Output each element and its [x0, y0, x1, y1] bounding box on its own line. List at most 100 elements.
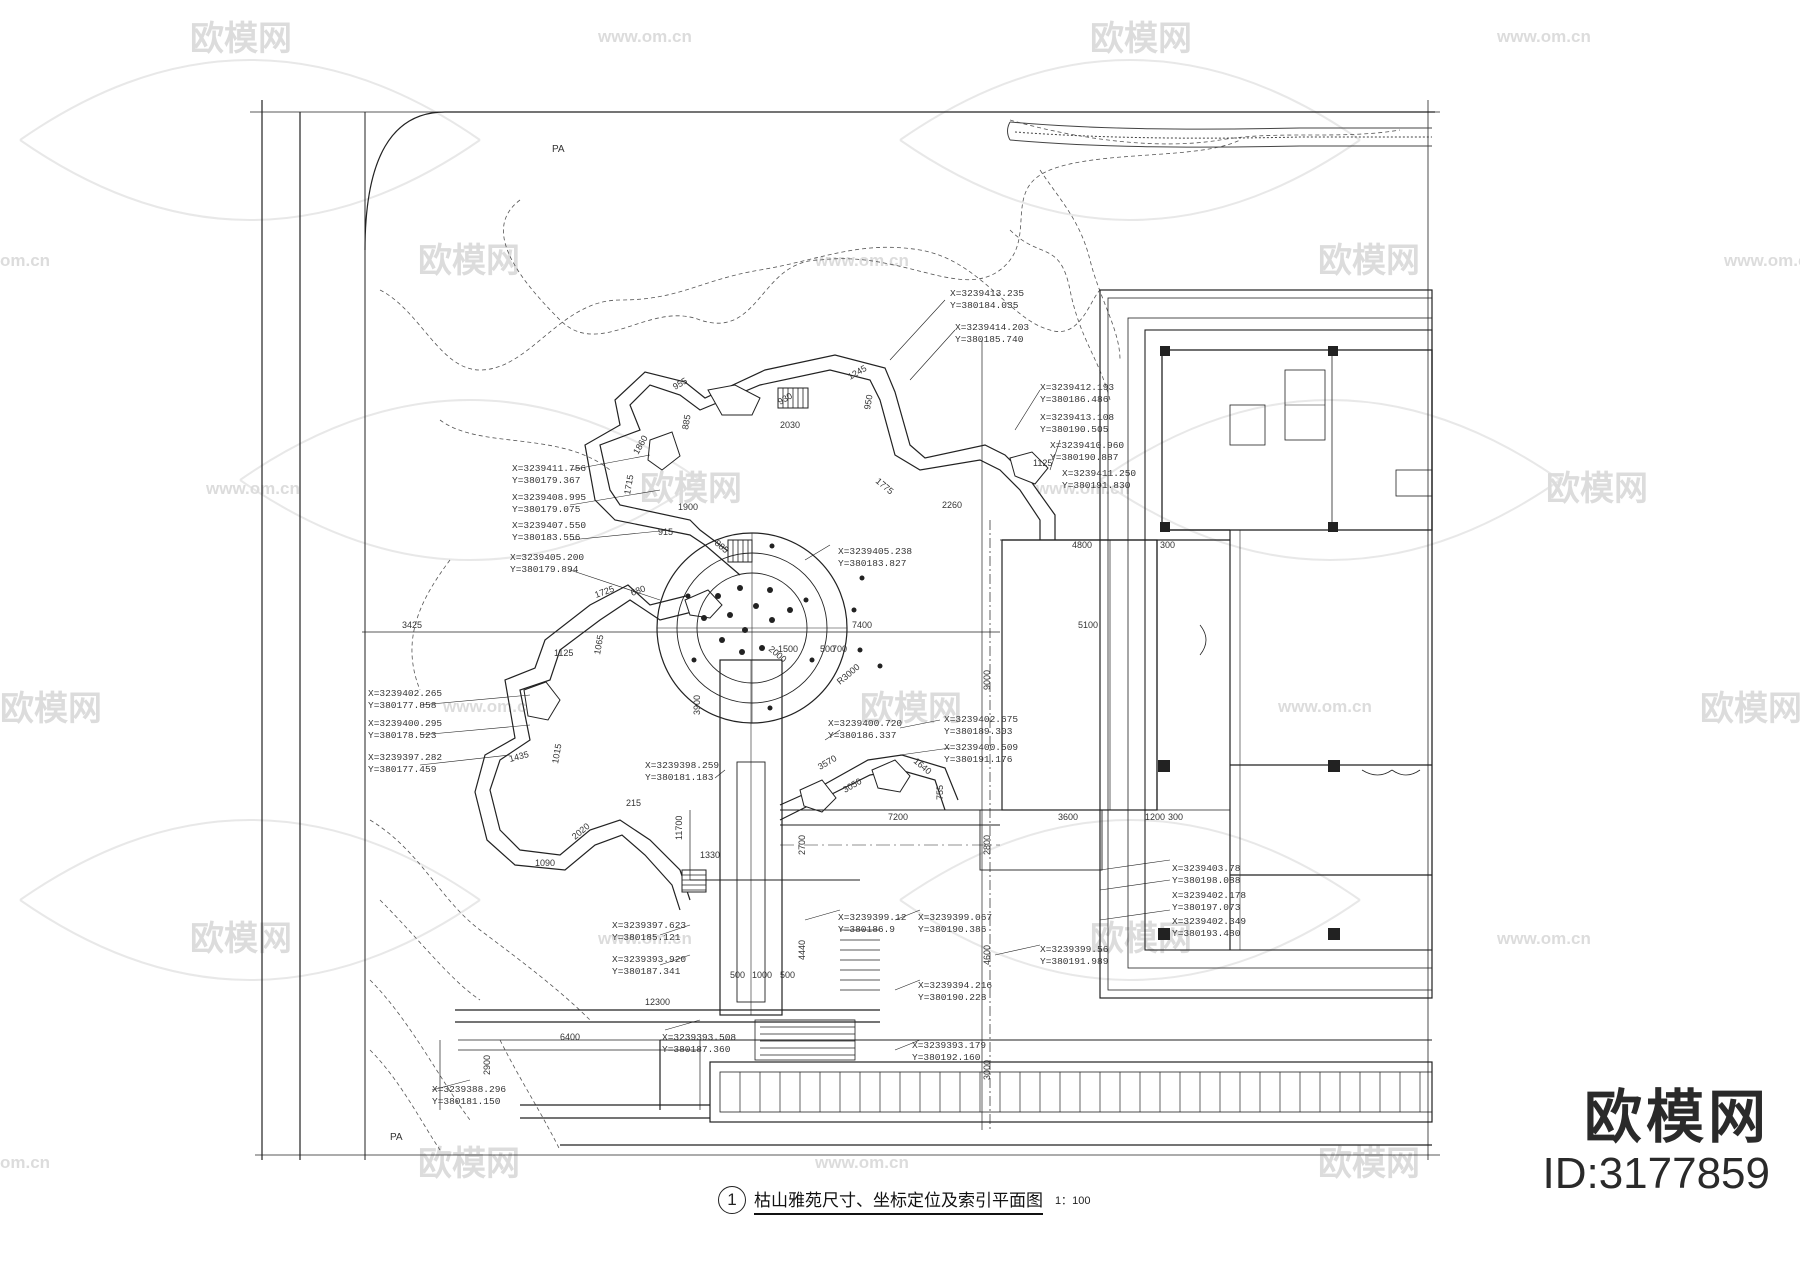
dimension-label: 4800 — [1072, 540, 1092, 550]
watermark-text: 欧模网 — [190, 19, 292, 59]
dimension-label: 7200 — [888, 812, 908, 822]
coordinate-x-label: X=3239402.675 — [944, 714, 1018, 725]
coordinate-y-label: Y=380190.505 — [1040, 424, 1109, 435]
watermark-text: 欧模网 — [1318, 1144, 1420, 1184]
dimension-label: 3600 — [1058, 812, 1078, 822]
watermark-url: www.om.cn — [205, 479, 300, 498]
coordinate-y-label: Y=380190.887 — [1050, 452, 1118, 463]
watermark-url: www.om.cn — [1723, 251, 1800, 270]
dimension-label: 680 — [629, 583, 647, 598]
terrace-paving-grid — [739, 1072, 1421, 1112]
dimension-label: 2700 — [797, 835, 807, 855]
coordinate-x-label: X=3239408.995 — [512, 492, 586, 503]
dimension-label: 1200 — [1145, 812, 1165, 822]
dimension-label: 7400 — [852, 620, 872, 630]
coordinate-x-label: X=3239393.920 — [612, 954, 686, 965]
coordinate-x-label: X=3239410.960 — [1050, 440, 1124, 451]
coordinate-y-label: Y=380181.150 — [432, 1096, 501, 1107]
dimension-label: 9000 — [982, 670, 992, 690]
watermark-url: www.om.cn — [814, 251, 909, 270]
dimension-label: 4440 — [797, 940, 807, 960]
coordinate-x-label: X=3239397.282 — [368, 752, 442, 763]
watermark-text: 欧模网 — [418, 241, 520, 281]
coordinate-y-label: Y=380190.228 — [918, 992, 987, 1003]
coordinate-y-label: Y=380183.556 — [512, 532, 581, 543]
dimension-label: 2900 — [482, 1055, 492, 1075]
coordinate-y-label: Y=380185.121 — [612, 932, 681, 943]
watermark-text: 欧模网 — [1546, 469, 1648, 509]
coordinate-x-label: X=3239393.508 — [662, 1032, 736, 1043]
watermark-layer: 欧模网 欧模网 www.om.cn www.om.cn 欧模网 欧模网 om.c… — [0, 19, 1800, 1184]
coordinate-y-label: Y=380192.160 — [912, 1052, 981, 1063]
watermark-text: 欧模网 — [1318, 241, 1420, 281]
coordinate-x-label: X=3239399.067 — [918, 912, 992, 923]
coordinate-y-label: Y=380185.740 — [955, 334, 1024, 345]
caption-title: 枯山雅苑尺寸、坐标定位及索引平面图 — [754, 1186, 1043, 1215]
top-edge-planting-band — [1007, 121, 1432, 148]
dimension-label: 755 — [935, 785, 945, 800]
dimension-label: 3900 — [692, 695, 702, 715]
coordinate-x-label: X=3239411.250 — [1062, 468, 1136, 479]
watermark-text: 欧模网 — [1090, 19, 1192, 59]
coordinate-y-label: Y=380186.486 — [1040, 394, 1109, 405]
coordinate-y-label: Y=380193.480 — [1172, 928, 1241, 939]
dimension-label: 4600 — [982, 945, 992, 965]
coordinate-x-label: X=3239400.295 — [368, 718, 442, 729]
coordinate-y-label: Y=380198.088 — [1172, 875, 1241, 886]
coordinate-y-label: Y=380181.183 — [645, 772, 714, 783]
coordinate-x-label: X=3239394.216 — [918, 980, 992, 991]
coordinate-y-label: Y=380190.386 — [918, 924, 987, 935]
coordinate-x-label: X=3239414.203 — [955, 322, 1029, 333]
dimension-label: 3000 — [982, 1060, 992, 1080]
dimension-label: 915 — [658, 527, 673, 537]
brand-id: ID:3177859 — [1542, 1149, 1770, 1198]
dimension-label: 1090 — [535, 858, 555, 868]
south-terrace — [455, 1009, 1433, 1146]
coordinate-x-label: X=3239402.265 — [368, 688, 442, 699]
coordinate-y-label: Y=380191.176 — [944, 754, 1013, 765]
boardwalk — [690, 659, 1000, 1016]
watermark-url: om.cn — [0, 251, 50, 270]
brand-stamp: 欧模网 ID:3177859 — [1542, 1085, 1770, 1199]
zone-label: PA — [552, 144, 565, 155]
watermark-url: www.om.cn — [597, 27, 692, 46]
dimension-label: 950 — [862, 394, 874, 411]
dimension-label: 500 — [820, 644, 835, 654]
coordinate-x-label: X=3239393.179 — [912, 1040, 986, 1051]
coordinate-y-label: Y=380184.035 — [950, 300, 1019, 311]
coordinate-y-label: Y=380179.075 — [512, 504, 581, 515]
stone-steps — [681, 387, 809, 893]
dimension-label: 1330 — [700, 850, 720, 860]
dimension-label: 2800 — [982, 835, 992, 855]
coordinate-x-label: X=3239400.720 — [828, 718, 902, 729]
dimension-label: 1015 — [550, 743, 563, 764]
dimension-label: 700 — [832, 644, 847, 654]
dimension-label: 1435 — [508, 749, 530, 764]
dimension-label: 5100 — [1078, 620, 1098, 630]
caption-number: 1 — [718, 1186, 746, 1214]
dimension-label: 1065 — [592, 634, 605, 655]
dimension-label: 1640 — [912, 756, 934, 777]
coordinate-y-label: Y=380191.989 — [1040, 956, 1109, 967]
coordinate-x-label: X=3239413.108 — [1040, 412, 1114, 423]
drawing-caption: 1 枯山雅苑尺寸、坐标定位及索引平面图 1：100 — [718, 1185, 1090, 1215]
coordinate-x-label: X=3239397.623 — [612, 920, 686, 931]
coordinate-y-label: Y=380177.858 — [368, 700, 437, 711]
landscape-rocks — [523, 384, 1049, 813]
dimension-label: 300 — [1160, 540, 1175, 550]
dimension-lines — [362, 340, 1230, 1130]
coordinate-y-label: Y=380189.303 — [944, 726, 1013, 737]
building-columns — [1158, 346, 1340, 940]
dimension-label: 215 — [626, 798, 641, 808]
coordinate-y-label: Y=380183.827 — [838, 558, 906, 569]
coordinate-x-label: X=3239412.193 — [1040, 382, 1114, 393]
watermark-url: www.om.cn — [1277, 697, 1372, 716]
watermark-url: www.om.cn — [1496, 27, 1591, 46]
coordinate-x-label: X=3239399.12 — [838, 912, 907, 923]
terrain-contours — [369, 119, 1401, 1151]
coordinate-y-label: Y=380178.523 — [368, 730, 437, 741]
coordinate-x-label: X=3239402.178 — [1172, 890, 1246, 901]
caption-scale: 1：100 — [1055, 1195, 1091, 1207]
coordinate-x-label: X=3239403.78 — [1172, 863, 1241, 874]
